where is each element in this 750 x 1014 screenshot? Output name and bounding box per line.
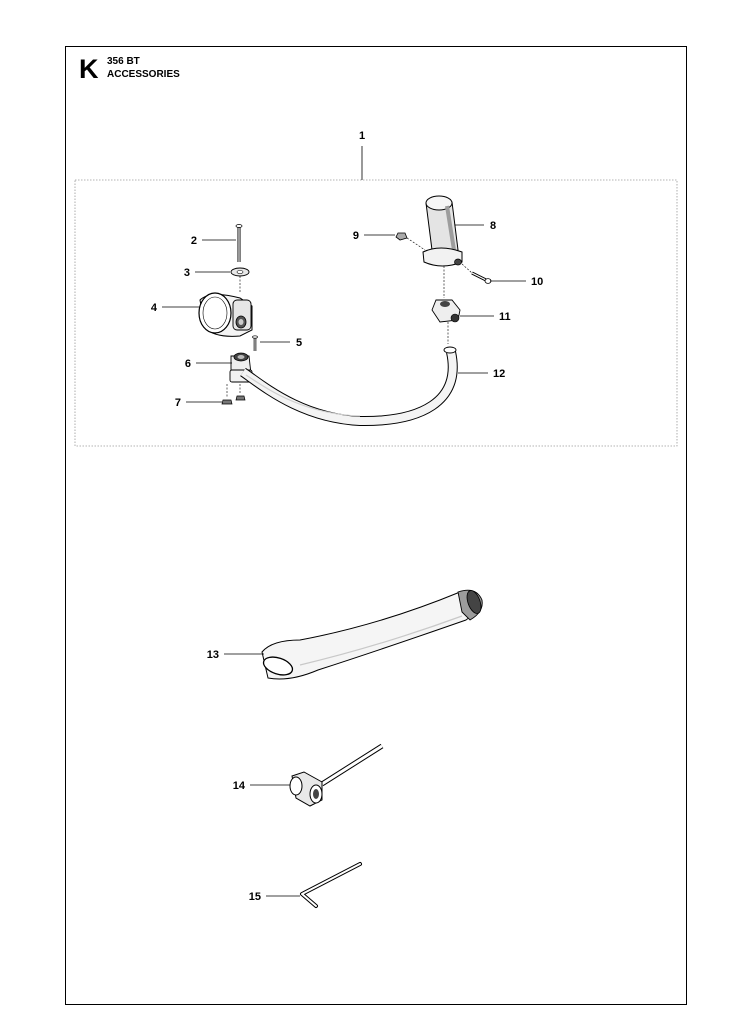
- part-bracket: [431, 299, 461, 323]
- callout-15: 15: [249, 891, 261, 903]
- part-bolt: [235, 224, 243, 262]
- part-clamp-ring: [198, 292, 253, 337]
- callout-4: 4: [151, 302, 158, 314]
- part-screw-10: [461, 263, 492, 284]
- assembly-box: [74, 179, 678, 447]
- part-nuts: [221, 384, 246, 405]
- part-loop-bar: [240, 346, 458, 427]
- callout-5: 5: [296, 337, 302, 349]
- callout-13: 13: [207, 649, 219, 661]
- part-wrench: [289, 743, 384, 807]
- leader-lines: [162, 224, 526, 897]
- model-name: 356 BT: [107, 56, 140, 67]
- callout-10: 10: [531, 276, 543, 288]
- callout-1: 1: [359, 130, 365, 142]
- callout-12: 12: [493, 368, 505, 380]
- callout-8: 8: [490, 220, 496, 232]
- part-nozzle: [261, 589, 483, 680]
- page-title: ACCESSORIES: [107, 69, 180, 80]
- callout-6: 6: [185, 358, 191, 370]
- callout-7: 7: [175, 397, 181, 409]
- callout-2: 2: [191, 235, 197, 247]
- callout-9: 9: [353, 230, 359, 242]
- part-hex-key: [300, 862, 362, 908]
- part-nut-9: [395, 232, 426, 251]
- callout-11: 11: [499, 311, 511, 323]
- page-frame: [65, 46, 687, 1005]
- callout-3: 3: [184, 267, 190, 279]
- part-screw: [252, 335, 258, 351]
- part-washer: [230, 267, 250, 277]
- callout-14: 14: [233, 780, 246, 792]
- section-letter: K: [79, 54, 99, 84]
- part-handle-grip: [422, 195, 463, 267]
